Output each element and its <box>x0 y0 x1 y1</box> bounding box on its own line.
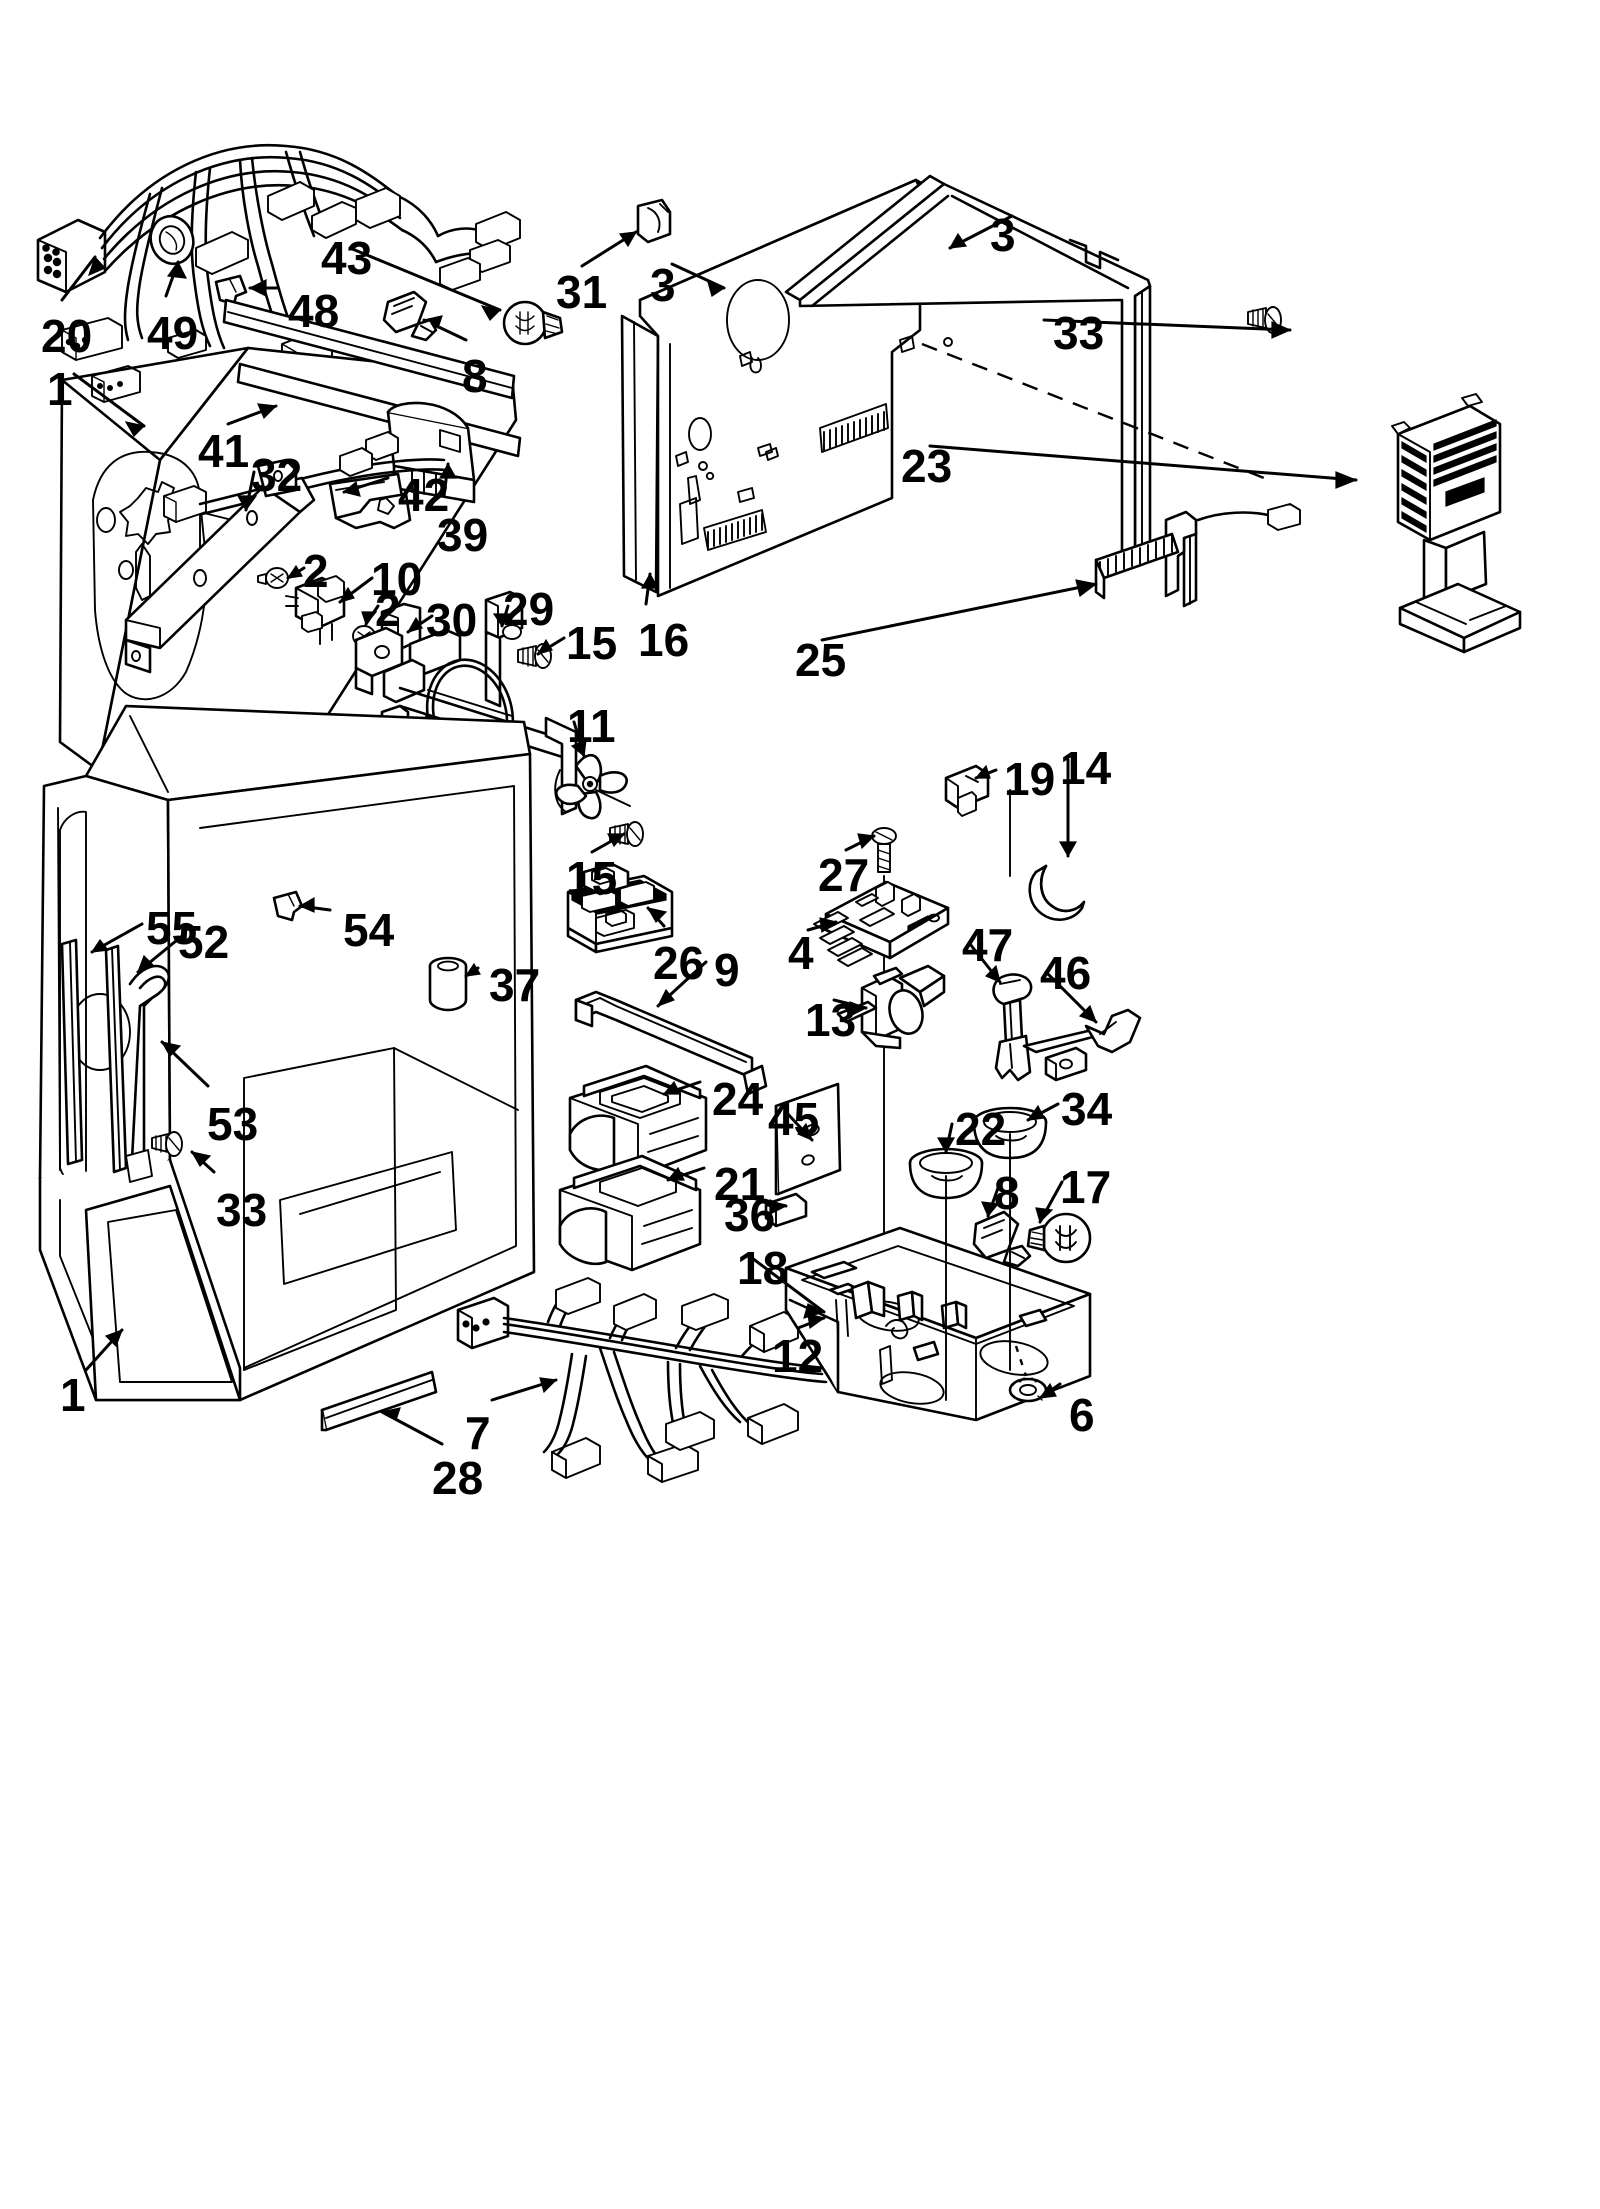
callout-49: 49 <box>147 307 199 359</box>
callout-17: 17 <box>1060 1161 1112 1213</box>
clip-gasket-corner-art <box>636 198 672 244</box>
callout-23: 23 <box>901 440 953 492</box>
callout-33-lower: 33 <box>216 1184 268 1236</box>
bracket-strap-rail-art <box>574 990 768 1096</box>
bulb-art <box>502 300 564 346</box>
callout-33-rear: 33 <box>1053 307 1105 359</box>
callout-6: 6 <box>1069 1389 1095 1441</box>
mounting-bracket-grille-art <box>1094 503 1301 608</box>
callout-21: 21 <box>714 1158 766 1210</box>
drain-tubes-art <box>60 938 171 1183</box>
callout-2-a: 2 <box>303 545 329 597</box>
callout-27: 27 <box>818 849 870 901</box>
callout-12: 12 <box>772 1330 824 1382</box>
callout-3-rear: 3 <box>990 209 1016 261</box>
screw-hex-upper-art <box>517 643 552 669</box>
callout-36: 36 <box>724 1189 776 1241</box>
leader-lines <box>60 214 1358 1446</box>
callout-3-front: 3 <box>650 259 676 311</box>
callout-46: 46 <box>1040 947 1092 999</box>
callout-31: 31 <box>556 266 608 318</box>
screw-liner-lower-art <box>151 1131 183 1157</box>
callout-7: 7 <box>465 1407 491 1459</box>
evaporator-fan-blade-art <box>554 753 631 820</box>
screw-small-a-art <box>257 567 289 589</box>
air-duct-lower-art <box>558 1154 702 1272</box>
roller-spacer-art <box>428 956 468 1012</box>
callout-11: 11 <box>567 700 616 752</box>
screw-board-mount-art <box>871 827 897 873</box>
support-rail-bracket-art <box>124 458 316 674</box>
callout-18: 18 <box>737 1242 789 1294</box>
callout-41: 41 <box>198 425 250 477</box>
callout-10: 10 <box>371 553 423 605</box>
cabinet-liner-upper-art <box>58 298 644 847</box>
damper-control-assembly-art <box>566 862 674 954</box>
callout-20: 20 <box>41 310 93 362</box>
trim-rail-bottom-art <box>320 1370 438 1432</box>
callout-8-lower: 8 <box>994 1167 1020 1219</box>
bracket-plate-flat-art <box>328 472 412 530</box>
light-bulb-art <box>1026 1212 1092 1264</box>
lamp-socket-upper-art <box>382 290 438 342</box>
callout-2-b: 2 <box>375 584 401 636</box>
callout-26: 26 <box>653 937 705 989</box>
callout-37: 37 <box>489 959 541 1011</box>
rear-frame-gasket-art <box>784 174 1522 654</box>
leveling-leg-roller-art <box>992 973 1033 1082</box>
clip-light-shield-art <box>214 274 248 306</box>
callout-19: 19 <box>1004 753 1056 805</box>
air-duct-upper-art <box>568 1064 708 1178</box>
callout-55: 55 <box>146 902 198 954</box>
dispenser-housing-art <box>1391 393 1522 654</box>
callout-48: 48 <box>288 285 340 337</box>
main-wiring-harness-art <box>456 1277 828 1483</box>
callout-25: 25 <box>795 634 847 686</box>
callout-54: 54 <box>343 904 395 956</box>
callout-14: 14 <box>1060 742 1112 794</box>
nut-alignment-dash <box>1014 1345 1028 1377</box>
callout-34: 34 <box>1061 1083 1113 1135</box>
cabinet-liner-lower-art <box>38 704 768 1432</box>
cover-plate-art <box>774 1082 842 1196</box>
callout-32: 32 <box>251 449 303 501</box>
callout-22: 22 <box>955 1103 1007 1155</box>
callout-16: 16 <box>638 614 690 666</box>
callout-1-lower: 1 <box>60 1369 86 1421</box>
callout-1-upper: 1 <box>47 363 73 415</box>
grommet-seal-a-art <box>908 1147 984 1200</box>
clip-retainer-c-art <box>1028 864 1086 921</box>
callout-52: 52 <box>178 916 230 968</box>
callout-29: 29 <box>503 583 555 635</box>
callout-13: 13 <box>805 994 857 1046</box>
callout-9: 9 <box>714 944 740 996</box>
callout-15-lower: 15 <box>566 852 618 904</box>
callout-45: 45 <box>768 1093 820 1145</box>
callout-39: 39 <box>437 509 489 561</box>
clip-tube-art <box>272 890 304 922</box>
lamp-socket-lower-art <box>972 1210 1032 1268</box>
bracket-leveler-arm-art <box>1022 1008 1142 1082</box>
callout-24: 24 <box>712 1073 764 1125</box>
callout-8-upper: 8 <box>462 350 488 402</box>
callout-28: 28 <box>432 1452 484 1504</box>
callout-42: 42 <box>398 469 450 521</box>
callout-30: 30 <box>426 594 478 646</box>
callout-53: 53 <box>207 1098 259 1150</box>
callout-43: 43 <box>321 232 373 284</box>
callout-4: 4 <box>788 927 814 979</box>
callout-47: 47 <box>962 919 1014 971</box>
callout-15-upper: 15 <box>566 617 618 669</box>
